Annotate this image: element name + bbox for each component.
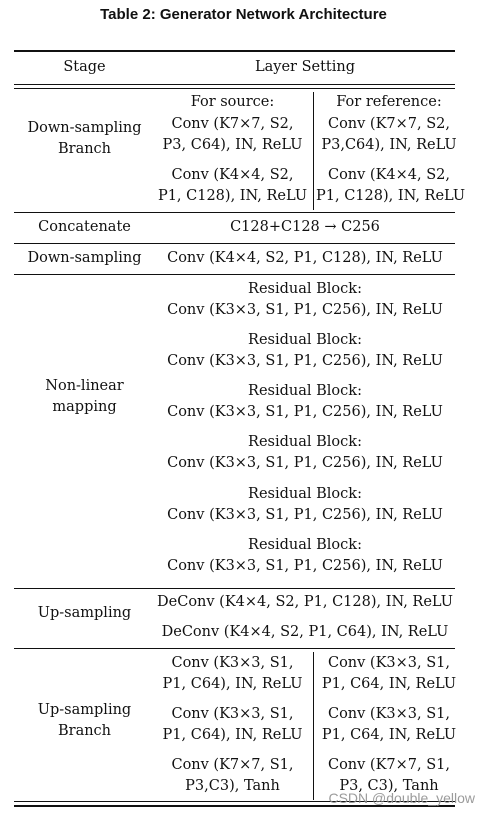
ref-conv2-line2: P1, C128), IN, ReLU (316, 188, 466, 204)
up-left-conv2-line1: Conv (K3×3, S1, (171, 706, 294, 722)
stage-concatenate: Concatenate (38, 219, 131, 235)
up-right-conv2-line1: Conv (K3×3, S1, (327, 706, 451, 722)
residual-block-2-conv: Conv (K3×3, S1, P1, C256), IN, ReLU (167, 353, 443, 369)
up-left-conv1-line1: Conv (K3×3, S1, (171, 655, 294, 671)
header-rule-2 (14, 88, 455, 89)
stage-down-sampling: Down-sampling (27, 250, 142, 266)
branch-split-line-top (313, 92, 314, 210)
stage-up-branch-1: Up-sampling (37, 702, 132, 718)
rule-after-up (14, 648, 455, 649)
residual-block-3-conv: Conv (K3×3, S1, P1, C256), IN, ReLU (167, 404, 443, 420)
source-conv1-line1: Conv (K7×7, S2, (171, 116, 294, 132)
layer-down-sampling: Conv (K4×4, S2, P1, C128), IN, ReLU (167, 250, 443, 266)
residual-block-6-conv: Conv (K3×3, S1, P1, C256), IN, ReLU (167, 558, 443, 574)
stage-up-sampling: Up-sampling (37, 605, 132, 621)
up-right-conv1-line2: P1, C64, IN, ReLU (321, 676, 457, 692)
source-conv1-line2: P3, C64), IN, ReLU (162, 137, 303, 153)
layer-deconv-2: DeConv (K4×4, S2, P1, C64), IN, ReLU (161, 624, 449, 640)
rule-after-concat (14, 243, 455, 244)
residual-block-4-conv: Conv (K3×3, S1, P1, C256), IN, ReLU (167, 455, 443, 471)
stage-down-branch-1: Down-sampling (27, 120, 142, 136)
stage-nonlinear-2: mapping (52, 399, 117, 415)
bottom-rule-1 (14, 801, 455, 802)
residual-block-5-head: Residual Block: (248, 486, 362, 502)
source-conv2-line2: P1, C128), IN, ReLU (157, 188, 308, 204)
up-right-conv2-line2: P1, C64, IN, ReLU (321, 727, 457, 743)
up-right-conv1-line1: Conv (K3×3, S1, (327, 655, 451, 671)
header-layer-setting: Layer Setting (254, 59, 355, 75)
residual-block-6-head: Residual Block: (248, 537, 362, 553)
rule-after-down-branch (14, 212, 455, 213)
bottom-rule-2 (14, 805, 455, 807)
stage-nonlinear-1: Non-linear (45, 378, 124, 394)
up-left-conv2-line2: P1, C64), IN, ReLU (162, 727, 303, 743)
top-rule-1 (14, 50, 455, 52)
up-right-conv3-line2: P3, C3), Tanh (339, 778, 439, 794)
source-head: For source: (190, 94, 275, 110)
layer-concatenate: C128+C128 → C256 (230, 219, 380, 235)
up-left-conv1-line2: P1, C64), IN, ReLU (162, 676, 303, 692)
branch-split-line-bottom (313, 652, 314, 800)
rule-after-nonlinear (14, 588, 455, 589)
header-rule-1 (14, 84, 455, 85)
layer-deconv-1: DeConv (K4×4, S2, P1, C128), IN, ReLU (157, 594, 453, 610)
watermark: CSDN @double_yellow (328, 790, 475, 806)
up-left-conv3-line2: P3,C3), Tanh (185, 778, 280, 794)
ref-conv1-line1: Conv (K7×7, S2, (327, 116, 451, 132)
ref-conv1-line2: P3,C64), IN, ReLU (321, 137, 457, 153)
residual-block-5-conv: Conv (K3×3, S1, P1, C256), IN, ReLU (167, 507, 443, 523)
up-left-conv3-line1: Conv (K7×7, S1, (171, 757, 294, 773)
ref-conv2-line1: Conv (K4×4, S2, (327, 167, 451, 183)
residual-block-2-head: Residual Block: (248, 332, 362, 348)
stage-up-branch-2: Branch (57, 723, 112, 739)
residual-block-4-head: Residual Block: (248, 434, 362, 450)
up-right-conv3-line1: Conv (K7×7, S1, (327, 757, 451, 773)
rule-after-down (14, 274, 455, 275)
header-stage: Stage (63, 59, 106, 75)
residual-block-1-conv: Conv (K3×3, S1, P1, C256), IN, ReLU (167, 302, 443, 318)
source-conv2-line1: Conv (K4×4, S2, (171, 167, 294, 183)
table-caption: Table 2: Generator Network Architecture (100, 6, 387, 23)
stage-down-branch-2: Branch (57, 141, 112, 157)
residual-block-1-head: Residual Block: (248, 281, 362, 297)
residual-block-3-head: Residual Block: (248, 383, 362, 399)
ref-head: For reference: (336, 94, 442, 110)
